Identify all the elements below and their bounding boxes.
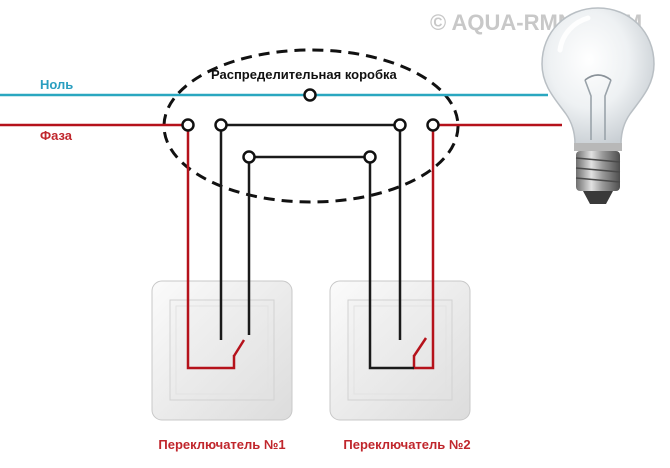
terminal-phase-in	[181, 118, 195, 132]
phase-label: Фаза	[40, 128, 73, 143]
switch-2-lever	[412, 337, 428, 357]
terminal-traveler-1b	[393, 118, 407, 132]
terminal-phase-out	[426, 118, 440, 132]
neutral-label: Ноль	[40, 77, 73, 92]
light-bulb-icon	[541, 7, 655, 204]
phase-wire-to-lamp	[412, 123, 562, 370]
switch-2-label: Переключатель №2	[343, 437, 470, 452]
terminal-traveler-2b	[363, 150, 377, 164]
junction-terminals	[181, 88, 440, 164]
terminal-traveler-1a	[214, 118, 228, 132]
switch-1-lever	[232, 339, 246, 357]
switch-1-label: Переключатель №1	[158, 437, 285, 452]
junction-box-label: Распределительная коробка	[211, 67, 398, 82]
terminal-traveler-2a	[242, 150, 256, 164]
traveler-wire-upper	[219, 123, 402, 340]
phase-wire-input	[0, 123, 236, 370]
terminal-neutral	[303, 88, 317, 102]
